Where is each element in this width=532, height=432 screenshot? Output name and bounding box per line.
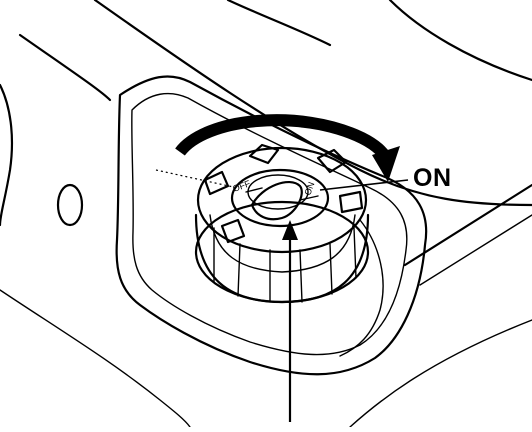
on-label: ON [413,164,452,192]
lower-ridge [403,183,532,286]
clockwise-arrow-icon [175,114,400,182]
on-mark-icon: ON [302,181,316,197]
side-oval-feature [56,183,84,227]
dial-face: OFF ON [230,168,330,228]
up-arrow-icon [282,220,298,422]
on-leader-line [319,179,409,191]
dial-knob [194,143,370,304]
off-reference-dotted-line [155,169,239,189]
